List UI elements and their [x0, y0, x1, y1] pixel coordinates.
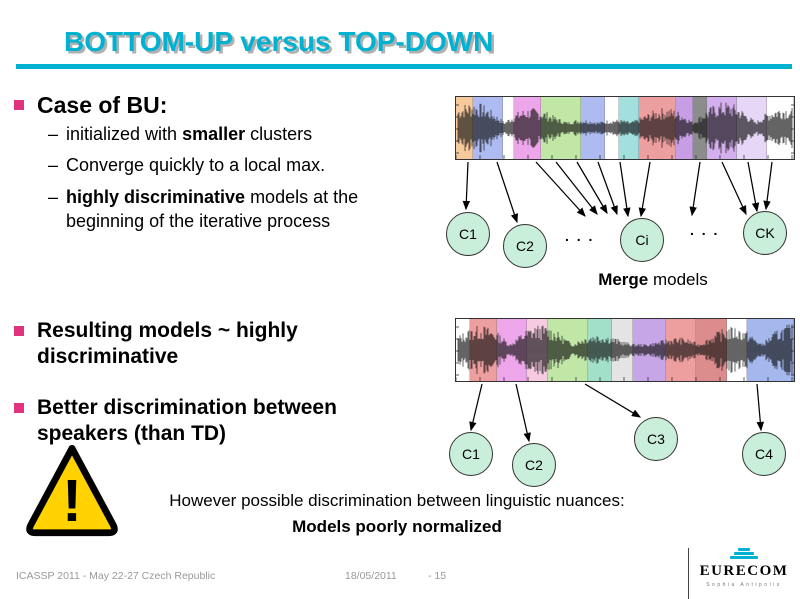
axis-ticks	[456, 104, 794, 159]
axis-ticks	[456, 326, 794, 381]
waveform-strip-top	[455, 96, 795, 160]
page-title: BOTTOM-UP versus TOP-DOWN	[64, 26, 494, 57]
eurecom-logo: EURECOM Sophia Antipolis	[692, 548, 796, 588]
subitem-text: Converge quickly to a local max.	[66, 155, 326, 176]
eurecom-logo-icon	[692, 548, 796, 562]
segment-to-cluster-arrow	[535, 161, 586, 217]
warning-icon: !	[26, 444, 118, 537]
cluster-circle-c4: C4	[742, 432, 786, 476]
bullet-square-icon	[14, 100, 24, 110]
segment-to-cluster-arrow	[597, 161, 618, 216]
subitem-text: highly discriminative models at the begi…	[66, 186, 359, 231]
cluster-circle-c1: C1	[446, 212, 490, 256]
cluster-circle-c2: C2	[503, 224, 547, 268]
dash-bullet: –	[48, 155, 59, 176]
segment-to-cluster-arrow	[584, 383, 642, 418]
warning-text-line1: However possible discrimination between …	[169, 491, 625, 510]
bullet-case-of-bu-label: Case of BU:	[37, 92, 168, 118]
eurecom-tagline: Sophia Antipolis	[706, 582, 782, 588]
segment-to-cluster-arrow	[763, 161, 773, 211]
waveform-plot	[456, 324, 794, 381]
footer-divider	[688, 548, 689, 599]
list-item: – Converge quickly to a local max.	[48, 153, 393, 177]
title-underline	[16, 64, 792, 69]
exclamation-mark: !	[62, 467, 82, 534]
segment-to-cluster-arrow	[469, 383, 483, 432]
cluster-circle-c3: C3	[634, 417, 678, 461]
waveform-segment	[767, 97, 794, 159]
segment-to-cluster-arrow	[747, 161, 760, 213]
bullet-resulting-models: Resulting models ~ highly discriminative	[14, 318, 344, 371]
waveform-strip-bottom	[455, 318, 795, 382]
segment-to-cluster-arrow	[756, 383, 765, 432]
list-item: – highly discriminative models at the be…	[48, 185, 393, 234]
footer-page-number: - 15	[428, 570, 447, 582]
bullet-better-discrimination: Better discrimination between speakers (…	[14, 395, 366, 448]
bullet-case-of-bu: Case of BU:	[14, 92, 414, 119]
footer-conference: ICASSP 2011 - May 22-27 Czech Republic	[16, 570, 216, 582]
warning-text-line2: Models poorly normalized	[292, 517, 502, 536]
waveform-segment	[514, 97, 541, 159]
bullet-square-icon	[14, 326, 24, 336]
subitem-text: initialized with smaller clusters	[66, 124, 313, 144]
bullet-square-icon	[14, 403, 24, 413]
footer-date: 18/05/2011	[345, 570, 397, 582]
segment-to-cluster-arrow	[462, 161, 471, 211]
eurecom-wordmark: EURECOM	[699, 563, 789, 579]
segment-to-cluster-arrow	[638, 161, 651, 218]
cluster-circle-c2: C2	[512, 443, 556, 487]
ellipsis: . . .	[690, 222, 720, 238]
segment-to-cluster-arrow	[555, 161, 598, 215]
list-item: – initialized with smaller clusters	[48, 122, 393, 146]
segment-to-cluster-arrow	[496, 161, 518, 224]
cluster-circle-c1: C1	[449, 432, 493, 476]
segment-to-cluster-arrow	[576, 161, 608, 215]
bu-sublist: – initialized with smaller clusters – Co…	[48, 122, 393, 240]
segment-to-cluster-arrow	[619, 161, 631, 218]
waveform-plot	[456, 102, 794, 159]
merge-models-caption: Merge models	[598, 270, 708, 289]
dash-bullet: –	[48, 186, 59, 207]
segment-to-cluster-arrow	[689, 161, 701, 217]
dash-bullet: –	[48, 124, 59, 144]
segment-to-cluster-arrow	[515, 383, 531, 443]
cluster-circle-ci: Ci	[620, 218, 664, 262]
cluster-circle-ck: CK	[743, 211, 787, 255]
segment-to-cluster-arrow	[721, 161, 747, 216]
ellipsis: . . .	[565, 228, 595, 244]
waveform-segment	[470, 319, 498, 381]
